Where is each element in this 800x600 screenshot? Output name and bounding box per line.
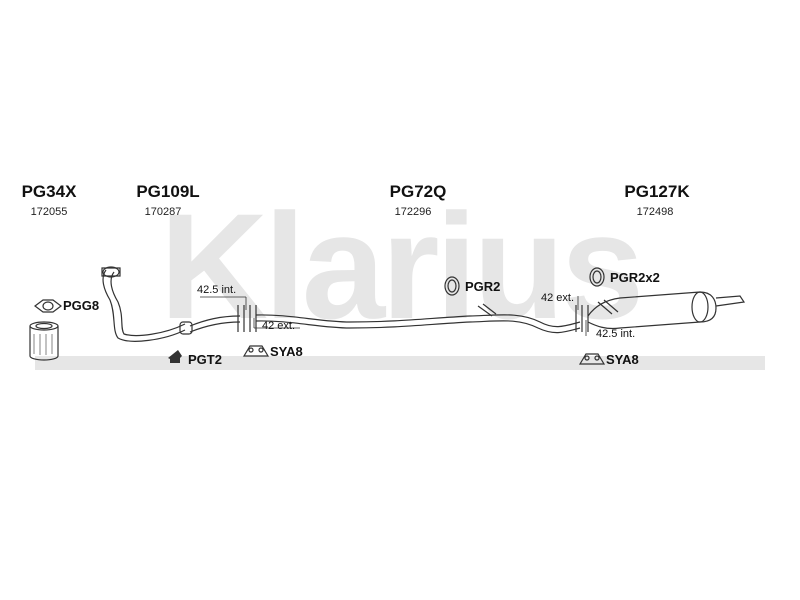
fitting-label-pgt2: PGT2 — [188, 352, 222, 367]
gasket-icon — [34, 299, 62, 313]
fitting-label-pgg8: PGG8 — [63, 298, 100, 313]
ring-icon — [444, 276, 460, 296]
front-pipe — [101, 266, 241, 342]
dimension-left-ext: 42 ext. — [262, 320, 296, 332]
clamp-icon — [168, 350, 182, 363]
dimension-right-int: 42.5 int. — [596, 328, 636, 340]
part-code-pg127k: PG127K — [624, 182, 690, 201]
part-number-pg34x: 172055 — [30, 206, 68, 218]
joint-right — [575, 296, 589, 336]
watermark-text: Klarius — [160, 182, 641, 350]
part-code-pg34x: PG34X — [21, 182, 77, 201]
catalyst-icon — [29, 321, 59, 361]
part-code-pg72q: PG72Q — [389, 182, 447, 201]
ring-icon — [589, 267, 605, 287]
hanger-icon — [578, 353, 606, 365]
part-number-pg72q: 172296 — [394, 206, 432, 218]
hanger-icon — [242, 345, 270, 357]
rear-silencer — [587, 291, 746, 330]
fitting-label-pgr2x2: PGR2x2 — [610, 270, 660, 285]
part-number-pg109l: 170287 — [144, 206, 182, 218]
part-code-pg109l: PG109L — [136, 182, 200, 201]
dimension-left-int: 42.5 int. — [197, 284, 237, 296]
fitting-label-pgr2: PGR2 — [465, 279, 501, 294]
fitting-label-sya8-left: SYA8 — [270, 344, 303, 359]
dimension-right-ext: 42 ext. — [541, 292, 575, 304]
center-pipe — [255, 303, 581, 334]
part-number-pg127k: 172498 — [636, 206, 674, 218]
joint-left — [200, 296, 300, 332]
fitting-label-sya8-right: SYA8 — [606, 352, 639, 367]
